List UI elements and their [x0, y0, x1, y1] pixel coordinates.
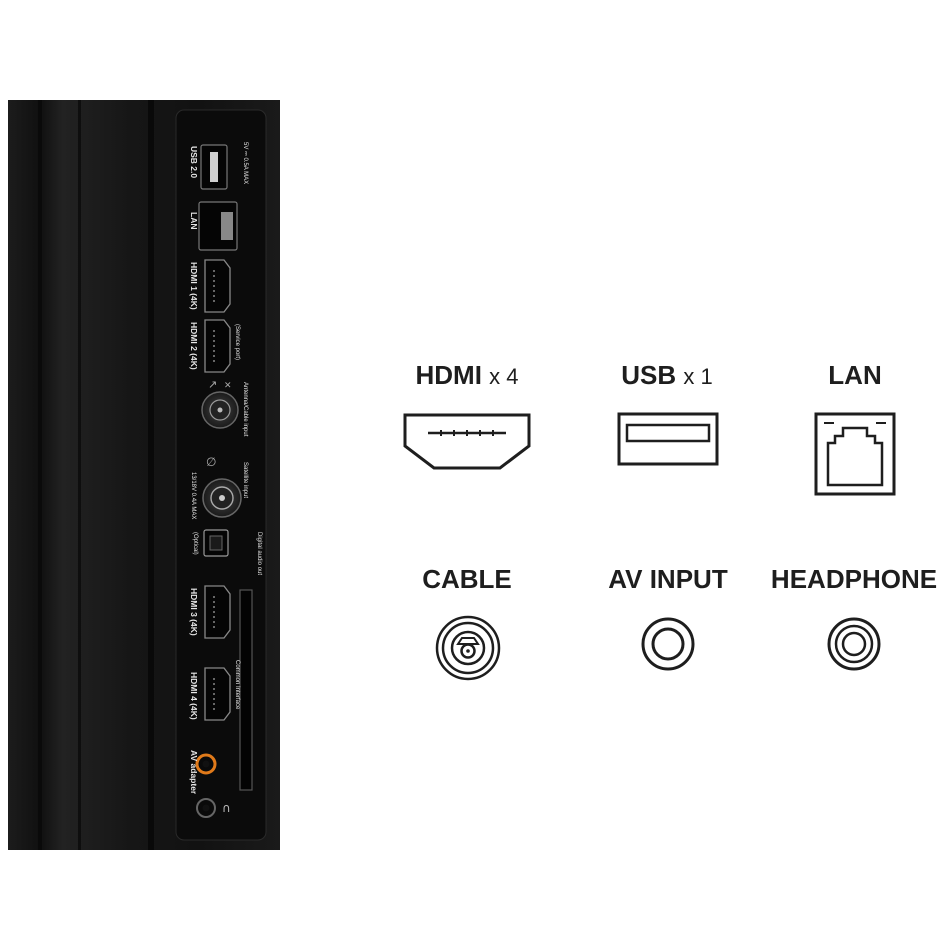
tv-back-panel-graphic: ↗ ✕ ∅ ∩ — [8, 100, 280, 850]
tv-back-panel: ↗ ✕ ∅ ∩ USB 2.0 5V ⎓ 0.5A MAX LAN HDMI 1… — [8, 100, 280, 850]
usb-rating: 5V ⎓ 0.5A MAX — [242, 142, 248, 185]
headphone-jack-icon — [827, 617, 881, 671]
hdmi-title-text: HDMI — [415, 360, 482, 390]
hdmi-3-port — [204, 585, 231, 639]
satellite-rating: 13/18V 0.4A MAX — [190, 472, 196, 520]
common-interface-label: Common Interface — [234, 660, 240, 710]
svg-text:✕: ✕ — [224, 381, 232, 391]
satellite-label: Satellite input — [242, 462, 248, 499]
headphone-title: HEADPHONE — [771, 566, 937, 592]
svg-text:↗: ↗ — [208, 378, 217, 391]
optical-label: Digital audio out — [256, 532, 262, 576]
hdmi-multiplier: x 4 — [489, 364, 519, 389]
usb-title: USB x 1 — [621, 362, 713, 388]
usb-port-icon — [617, 412, 719, 466]
hdmi-2-port — [204, 319, 231, 373]
coax-port-icon — [435, 615, 501, 681]
headphone-title-text: HEADPHONE — [770, 564, 938, 594]
hdmi-2-label: HDMI 2 (4K) — [189, 322, 199, 370]
svg-text:∅: ∅ — [206, 455, 216, 469]
hdmi-title: HDMI x 4 — [415, 362, 518, 388]
hdmi-1-port — [204, 259, 231, 313]
hdmi-2-note: (Service port) — [234, 324, 240, 361]
usb-title-text: USB — [621, 360, 677, 390]
hdmi-3-label: HDMI 3 (4K) — [189, 588, 199, 636]
cable-title: CABLE — [422, 566, 512, 592]
svg-text:∩: ∩ — [222, 801, 231, 815]
lan-title-text: LAN — [828, 360, 882, 390]
optical-note: (Optical) — [192, 532, 198, 555]
cable-title-text: CABLE — [422, 564, 512, 594]
antenna-label: Antenna/Cable input — [242, 382, 248, 437]
usb-label: USB 2.0 — [189, 146, 199, 179]
av-input-title: AV INPUT — [608, 566, 727, 592]
av-jack-icon — [641, 617, 695, 671]
lan-title: LAN — [828, 362, 881, 388]
hdmi-1-label: HDMI 1 (4K) — [189, 262, 199, 310]
av-adapter-label: AV adapter — [189, 750, 199, 795]
hdmi-4-port — [204, 667, 231, 721]
hdmi-4-label: HDMI 4 (4K) — [189, 672, 199, 720]
hdmi-port-icon — [403, 413, 531, 470]
lan-label: LAN — [189, 212, 199, 230]
usb-multiplier: x 1 — [683, 364, 713, 389]
common-interface-slot — [239, 589, 253, 791]
av-input-title-text: AV INPUT — [608, 564, 728, 594]
ethernet-port-icon — [814, 412, 896, 496]
